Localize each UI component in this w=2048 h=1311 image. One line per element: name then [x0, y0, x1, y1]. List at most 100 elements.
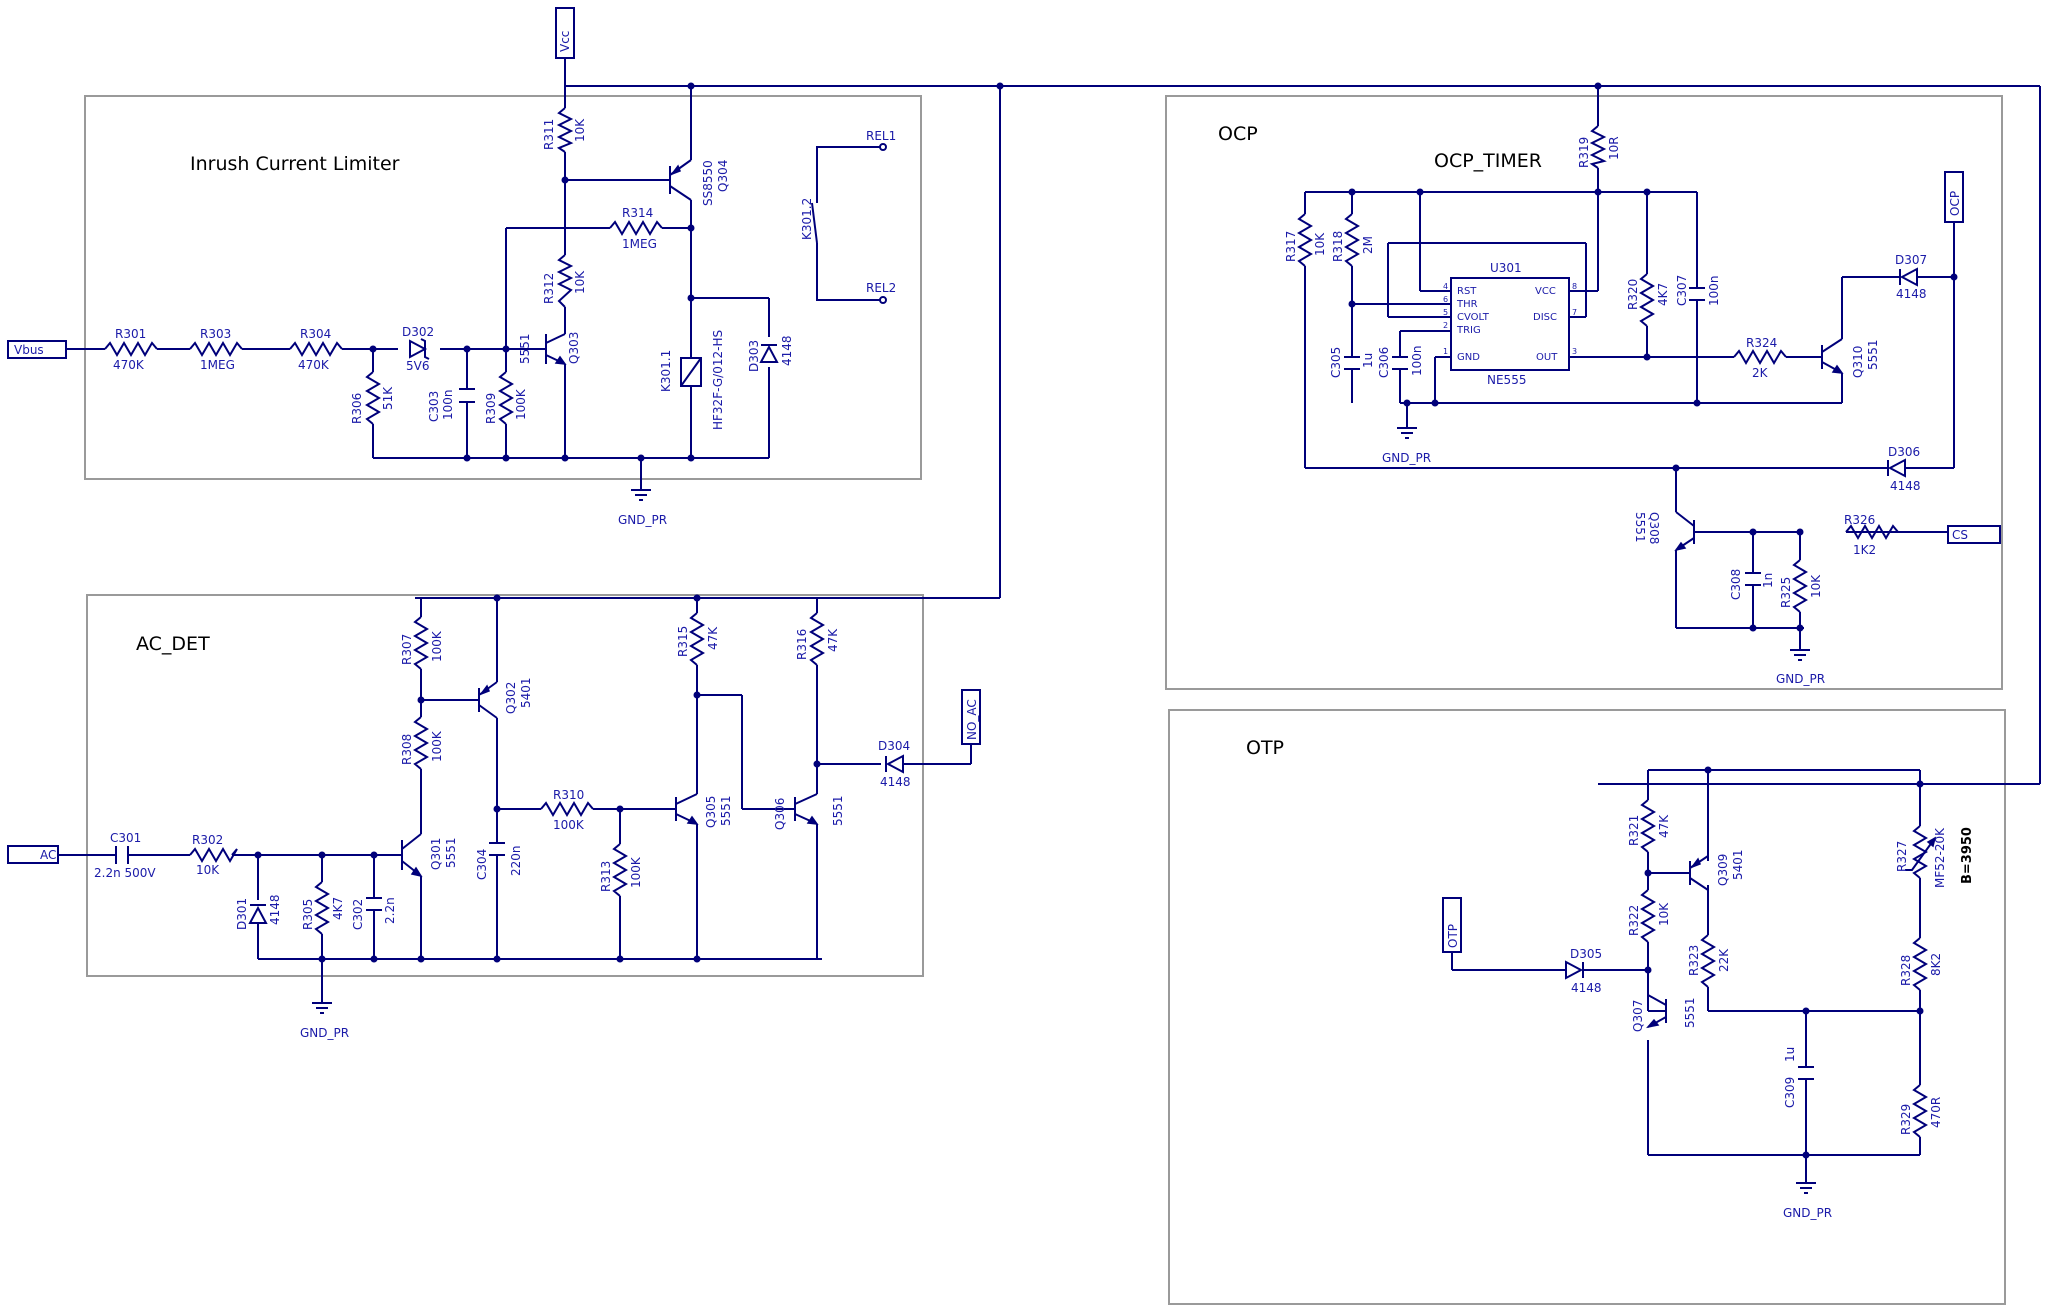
- d302-ref: D302: [402, 325, 434, 339]
- c308-value: 1n: [1761, 573, 1775, 588]
- c303-capacitor: C303 100n: [427, 388, 475, 422]
- r301-resistor: R301 470K: [104, 327, 158, 372]
- d302-value: 5V6: [406, 359, 429, 373]
- r327-ref: R327: [1895, 841, 1909, 872]
- r301-ref: R301: [115, 327, 146, 341]
- d305-value: 4148: [1571, 981, 1602, 995]
- ocp-port: OCP: [1944, 171, 1964, 223]
- r306-value: 51K: [381, 386, 395, 410]
- r304-resistor: R304 470K: [289, 327, 343, 372]
- c301-capacitor: C301 2.2n 500V: [94, 831, 156, 880]
- r315-resistor: R315 47K: [676, 612, 720, 666]
- q309-ref: Q309: [1716, 854, 1730, 886]
- ac-det-block-border: [86, 594, 924, 977]
- c305-capacitor: C305 1u: [1329, 347, 1375, 378]
- r302-value: 10K: [196, 863, 220, 877]
- no-ac-port-label: NO_AC: [965, 699, 979, 740]
- r316-value: 47K: [826, 628, 840, 652]
- r325-resistor: R325 10K: [1779, 559, 1823, 613]
- q303-npn-transistor: 5551 Q303: [518, 332, 581, 365]
- c302-capacitor: C302 2.2n: [351, 897, 397, 930]
- vcc-rail: [415, 58, 2041, 785]
- r316-ref: R316: [795, 629, 809, 660]
- d304-diode: D304 4148: [878, 739, 911, 789]
- c302-value: 2.2n: [383, 897, 397, 924]
- r307-value: 100K: [430, 630, 444, 662]
- d306-value: 4148: [1890, 479, 1921, 493]
- c303-value: 100n: [441, 389, 455, 420]
- q309-value: 5401: [1731, 849, 1745, 880]
- otp-wires: [1451, 766, 1924, 1183]
- r323-value: 22K: [1717, 948, 1731, 972]
- gnd-ocp-timer-label: GND_PR: [1382, 451, 1431, 465]
- c308-ref: C308: [1729, 569, 1743, 600]
- r323-ref: R323: [1687, 945, 1701, 976]
- r325-value: 10K: [1809, 574, 1823, 598]
- rel2-label: REL2: [866, 281, 896, 295]
- r318-ref: R318: [1331, 231, 1345, 262]
- q305-npn-transistor: Q305 5551: [675, 793, 733, 828]
- ac-det-wires: [58, 594, 972, 1003]
- r307-ref: R307: [400, 634, 414, 665]
- r303-resistor: R303 1MEG: [189, 327, 243, 372]
- c304-capacitor: C304 220n: [475, 842, 523, 880]
- u301-ne555-ic: U301 NE555 RST THR CVOLT TRIG GND VCC DI…: [1443, 261, 1577, 387]
- gnd-otp-label: GND_PR: [1783, 1206, 1832, 1220]
- d307-value: 4148: [1896, 287, 1927, 301]
- r326-ref: R326: [1844, 513, 1875, 527]
- vbus-port-label: Vbus: [14, 343, 44, 357]
- d302-zener-diode: D302 5V6: [402, 325, 434, 373]
- q304-pnp-transistor: SS8550 Q304: [669, 159, 730, 206]
- r326-resistor: R326 1K2: [1844, 513, 1948, 557]
- d301-value: 4148: [268, 894, 282, 925]
- d303-value: 4148: [780, 335, 794, 366]
- gnd-ocp-sense-symbol: GND_PR: [1776, 649, 1825, 686]
- r319-resistor: R319 10R: [1577, 125, 1621, 169]
- r326-value: 1K2: [1853, 543, 1876, 557]
- r306-resistor: R306 51K: [350, 371, 395, 425]
- vbus-port: Vbus: [7, 340, 67, 359]
- k301-relay-contact: REL1 REL2 K301.2: [800, 129, 896, 304]
- ocp-block-border: [1165, 95, 2003, 690]
- r328-value: 8K2: [1929, 953, 1943, 976]
- c305-ref: C305: [1329, 347, 1343, 378]
- r321-resistor: R321 47K: [1627, 799, 1671, 853]
- cs-port: CS: [1947, 525, 2001, 544]
- d303-diode: D303 4148: [747, 335, 794, 372]
- r325-ref: R325: [1779, 577, 1793, 608]
- r322-value: 10K: [1657, 902, 1671, 926]
- q310-ref: Q310: [1851, 346, 1865, 378]
- r319-value: 10R: [1607, 136, 1621, 160]
- r313-ref: R313: [599, 861, 613, 892]
- r322-ref: R322: [1627, 905, 1641, 936]
- q308-ref: Q308: [1647, 512, 1661, 544]
- otp-port: OTP: [1442, 897, 1462, 953]
- r309-value: 100K: [514, 388, 528, 420]
- r329-ref: R329: [1899, 1104, 1913, 1135]
- q304-ref: Q304: [716, 160, 730, 192]
- u301-pin-rst: RST: [1457, 286, 1477, 297]
- r303-value: 1MEG: [200, 358, 235, 372]
- r324-resistor: R324 2K: [1733, 336, 1787, 380]
- c301-value: 2.2n 500V: [94, 866, 156, 880]
- r329-value: 470R: [1929, 1097, 1943, 1128]
- gnd-otp-symbol: GND_PR: [1783, 1182, 1832, 1220]
- q310-npn-transistor: Q310 5551: [1821, 338, 1880, 378]
- vcc-port-label: Vcc: [558, 31, 572, 52]
- k301-ref: K301.1: [659, 350, 673, 392]
- otp-block-title: OTP: [1246, 737, 1284, 759]
- r327-value: MF52-20K: [1933, 827, 1947, 888]
- gnd-inrush-symbol: GND_PR: [618, 489, 667, 527]
- r304-value: 470K: [298, 358, 330, 372]
- q307-value: 5551: [1683, 997, 1697, 1028]
- r324-ref: R324: [1746, 336, 1777, 350]
- q307-ref: Q307: [1631, 1000, 1645, 1032]
- q305-ref: Q305: [704, 796, 718, 828]
- u301-ref: U301: [1490, 261, 1522, 275]
- ac-port: AC: [7, 845, 59, 864]
- r311-resistor: R311 10K: [542, 107, 587, 153]
- r307-resistor: R307 100K: [400, 616, 444, 670]
- r306-ref: R306: [350, 393, 364, 424]
- r317-value: 10K: [1313, 232, 1327, 256]
